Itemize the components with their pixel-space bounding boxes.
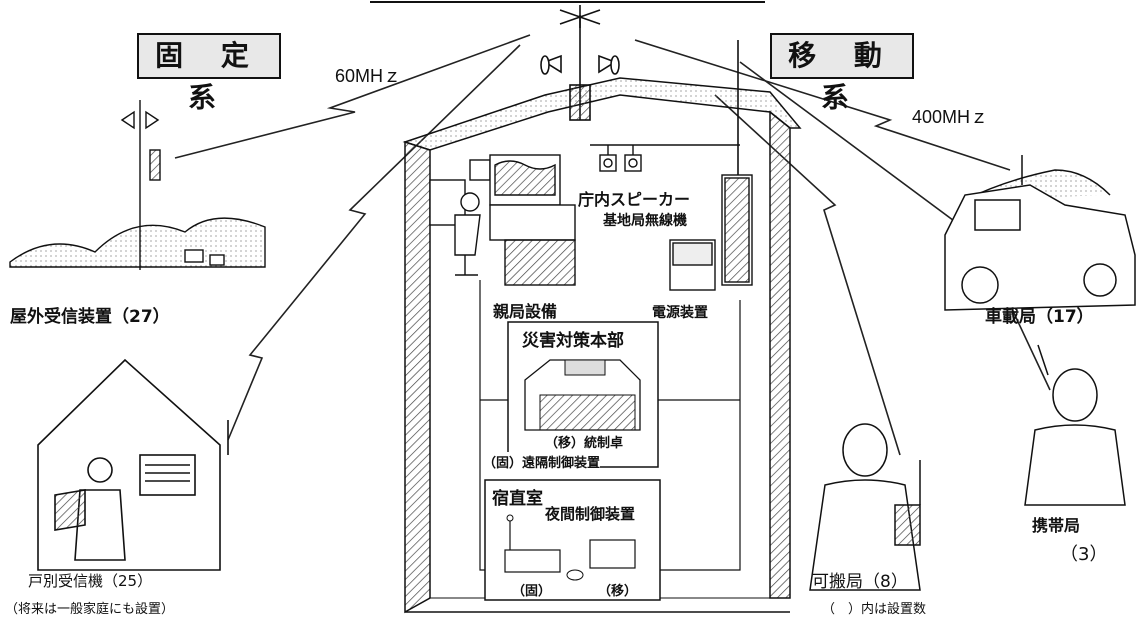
installation-count-note: （ ）内は設置数	[822, 602, 927, 617]
handheld-person-illustration	[1024, 344, 1126, 506]
night-mobile-label: （移）	[598, 584, 638, 599]
night-control-label: 夜間制御装置	[545, 505, 636, 523]
link-outdoor	[174, 34, 531, 159]
speaker-label: 庁内スピーカー	[578, 190, 691, 209]
mobile-system-tag: 移 動 系	[770, 33, 914, 114]
disaster-hq-title: 災害対策本部	[522, 331, 624, 351]
operator-desk-illustration	[429, 154, 576, 286]
link-household	[227, 44, 521, 441]
handheld-station-count: （3）	[1060, 544, 1108, 565]
outdoor-receiver-illustration	[9, 100, 266, 270]
fixed-system-tag: 固 定 系	[137, 33, 281, 114]
outer-wall-right	[769, 110, 791, 599]
portable-station-label: 可搬局（8）	[812, 572, 908, 592]
mobile-console-label: （移）統制卓	[545, 436, 624, 451]
fixed-frequency-label: 60MHｚ	[335, 66, 402, 86]
night-room-title: 宿直室	[492, 489, 543, 509]
outer-wall-left	[404, 140, 431, 614]
night-room-box	[484, 479, 661, 601]
night-fixed-label: （固）	[512, 584, 552, 599]
household-note: （将来は一般家庭にも設置）	[5, 602, 175, 617]
main-antenna	[540, 5, 739, 175]
parent-equipment-label: 親局設備	[493, 302, 558, 321]
handheld-station-label: 携帯局	[1032, 516, 1081, 535]
roof	[402, 77, 802, 151]
portable-person-illustration	[809, 423, 921, 591]
base-radio-label: 基地局無線機	[603, 213, 687, 229]
link-vehicle	[634, 39, 1011, 171]
power-supply-label: 電源装置	[652, 305, 708, 321]
fixed-remote-label: （固）遠隔制御装置	[483, 452, 601, 471]
vehicle-station-label: 車載局（17）	[985, 307, 1094, 327]
mobile-frequency-label: 400MHｚ	[912, 107, 989, 127]
disaster-hq-box	[507, 321, 659, 468]
outdoor-receiver-label: 屋外受信装置（27）	[10, 307, 170, 327]
household-receiver-label: 戸別受信機（25）	[28, 572, 153, 590]
house-illustration	[37, 358, 229, 571]
vehicle-illustration	[944, 155, 1136, 311]
equipment-illustrations	[590, 144, 753, 291]
